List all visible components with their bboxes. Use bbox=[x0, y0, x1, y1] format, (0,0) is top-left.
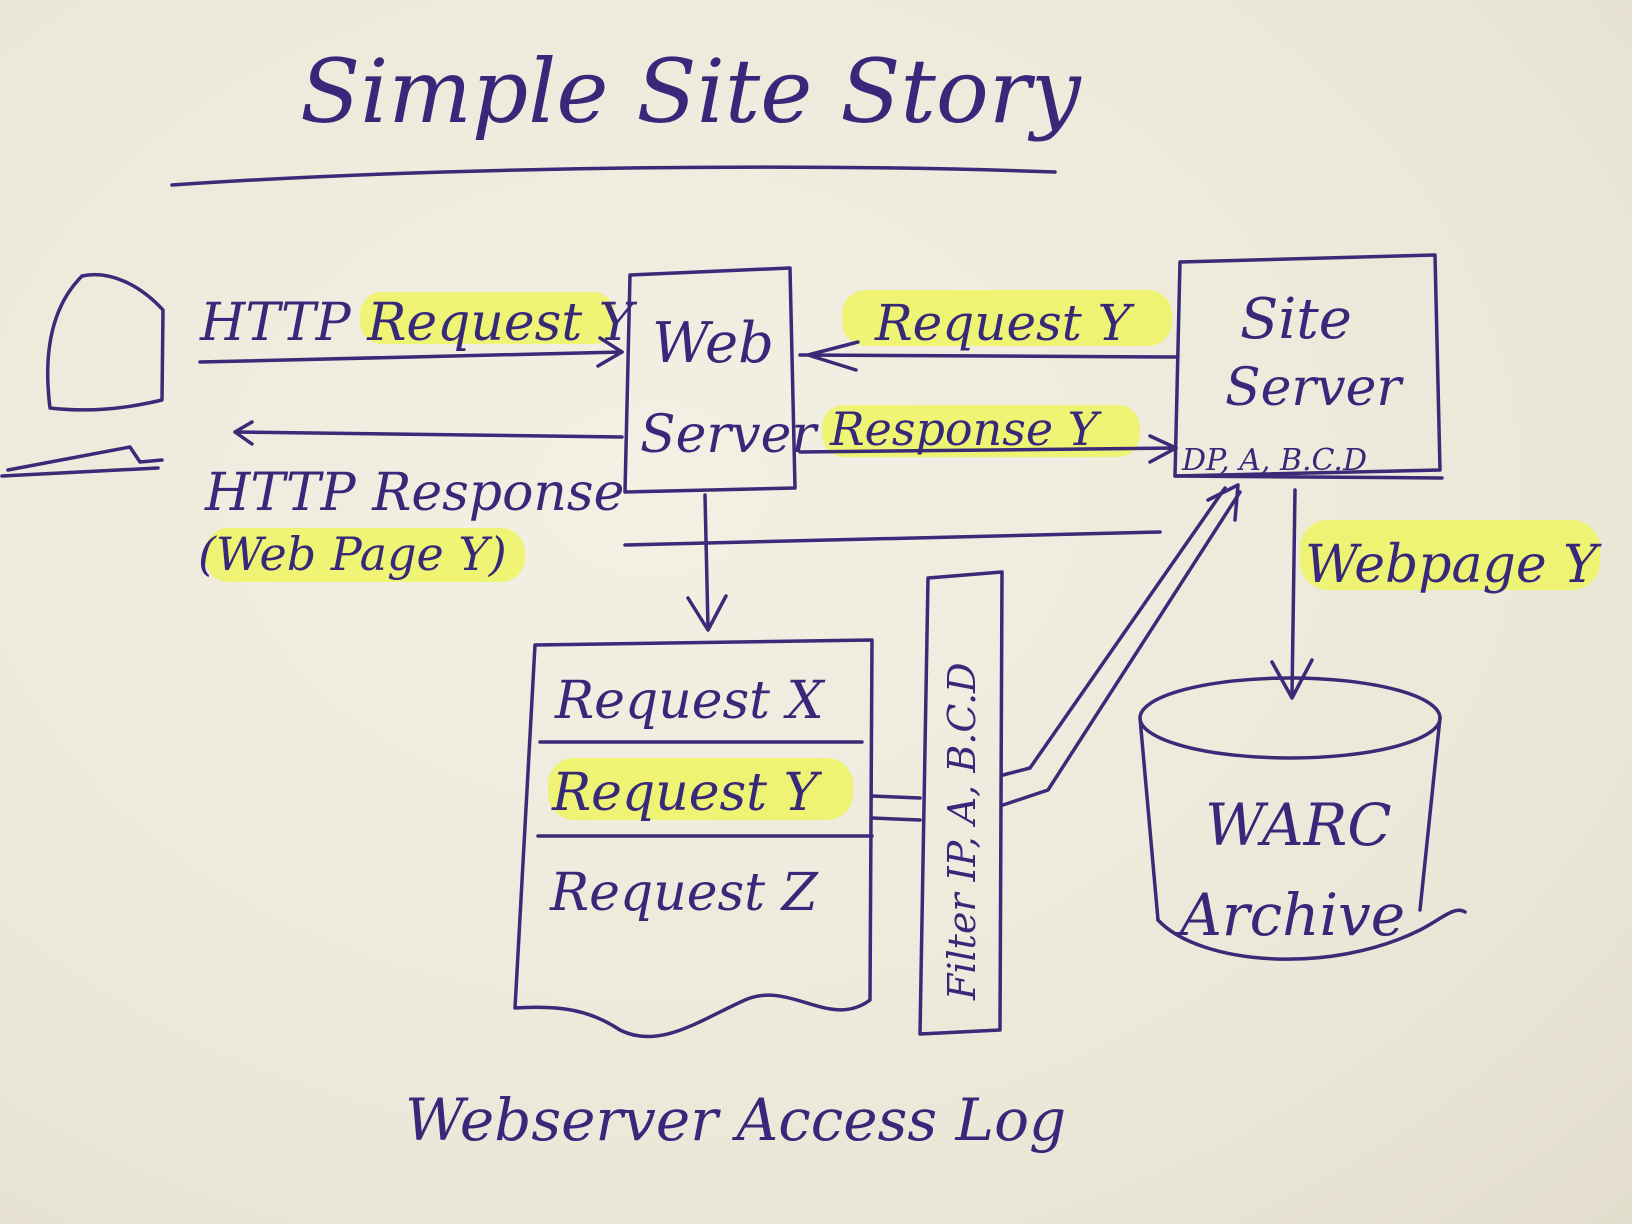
http-request-arrow bbox=[198, 350, 624, 364]
log-arrow bbox=[703, 493, 710, 630]
access-log-caption: Webserver Access Log bbox=[405, 1086, 1066, 1154]
web-server-line1: Web bbox=[652, 311, 774, 376]
highlight-response-y bbox=[822, 405, 1140, 457]
highlights bbox=[205, 290, 1600, 820]
highlight-http-request-y bbox=[360, 292, 615, 344]
warc-arrowhead bbox=[1270, 658, 1314, 700]
http-request-label: HTTP Request Y bbox=[199, 293, 638, 353]
http-response-arrow bbox=[233, 430, 624, 439]
response-y-label: Response Y bbox=[829, 402, 1103, 456]
highlight-request-y bbox=[842, 290, 1172, 346]
warc-archive-cylinder: WARC Archive bbox=[1138, 676, 1467, 961]
filter-label: Filter IP, A, B.C.D bbox=[940, 662, 984, 1001]
access-log-doc: Request X Request Y Request Z bbox=[513, 638, 874, 1039]
warc-line2: Archive bbox=[1175, 881, 1405, 949]
page-title: Simple Site Story bbox=[300, 40, 1082, 143]
filter-pipe-a bbox=[1001, 486, 1227, 777]
filter-box: Filter IP, A, B.C.D bbox=[870, 570, 1004, 1036]
request-y-label: Request Y bbox=[874, 294, 1135, 352]
filter-pipe-b bbox=[1001, 490, 1242, 807]
site-server-line2: Server bbox=[1225, 358, 1404, 418]
request-y-arrow bbox=[798, 353, 1180, 359]
http-response-note: (Web Page Y) bbox=[198, 527, 507, 581]
warc-arrow bbox=[1290, 488, 1297, 697]
site-server-ids: DP, A, B.C.D bbox=[1181, 443, 1367, 478]
response-y-arrow bbox=[798, 446, 1178, 454]
http-request-arrowhead bbox=[596, 336, 624, 368]
site-server-box: Site Server DP, A, B.C.D bbox=[1173, 253, 1444, 480]
title-underline bbox=[170, 165, 1057, 187]
highlight-web-page-y bbox=[205, 528, 525, 582]
site-server-line1: Site bbox=[1240, 287, 1352, 352]
log-row-3: Request Z bbox=[549, 863, 819, 923]
client-computer-icon bbox=[0, 273, 165, 478]
request-y-arrowhead bbox=[806, 340, 860, 372]
highlight-webpage-y bbox=[1300, 520, 1600, 590]
web-server-box: Web Server bbox=[623, 266, 819, 494]
webpage-y-label: Webpage Y bbox=[1305, 535, 1602, 595]
log-arrowhead bbox=[686, 594, 728, 632]
filter-pipe-arrowhead bbox=[1206, 483, 1240, 522]
http-response-label: HTTP Response bbox=[204, 463, 624, 523]
log-row-1: Request X bbox=[554, 671, 826, 731]
web-server-line2: Server bbox=[640, 405, 819, 465]
log-row-2: Request Y bbox=[551, 763, 823, 823]
ids-line bbox=[623, 530, 1162, 547]
http-response-arrowhead bbox=[233, 420, 254, 446]
warc-line1: WARC bbox=[1205, 791, 1392, 859]
highlight-log-request-y bbox=[548, 758, 853, 820]
